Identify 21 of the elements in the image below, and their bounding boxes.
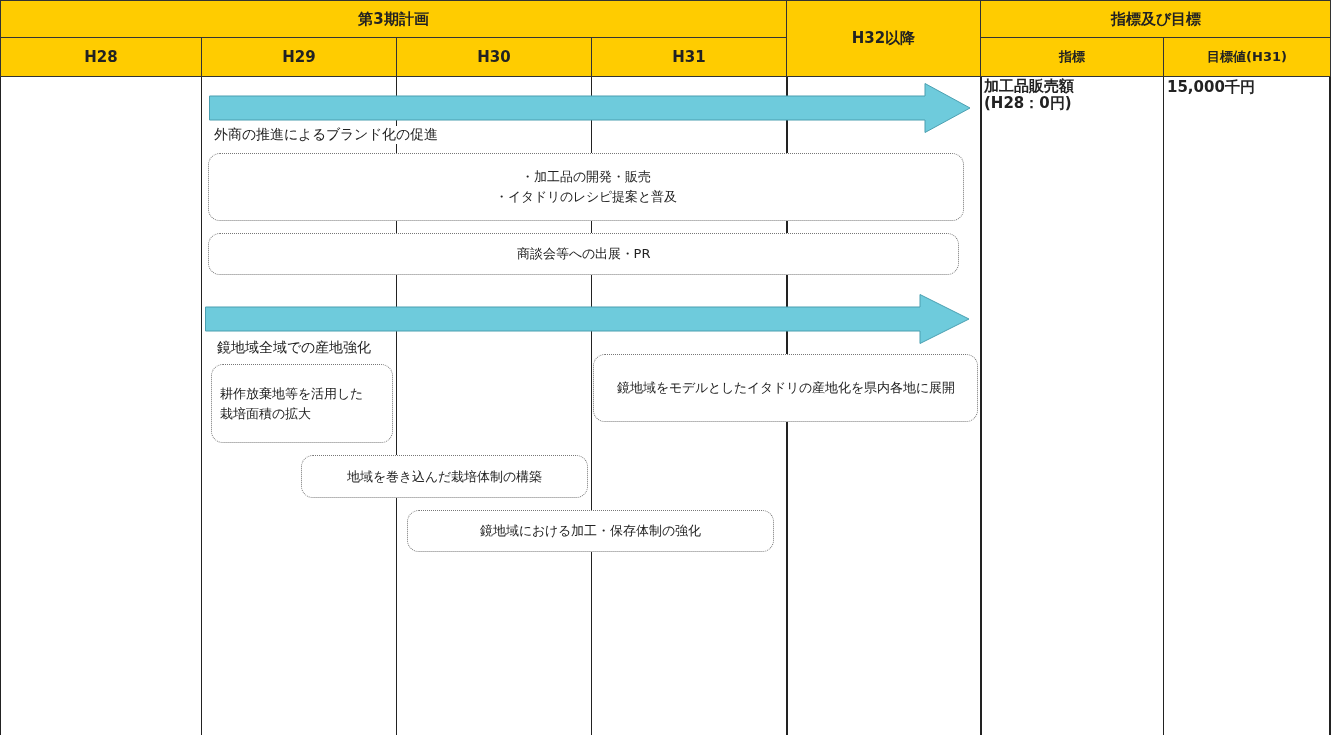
table-header-cell: H30 [396,37,592,77]
indicator-text: 加工品販売額 (H28：0円) [984,78,1075,112]
bullet-text: ・イタドリのレシピ提案と普及 [495,188,677,206]
arrow-caption: 外商の推進によるブランド化の促進 [214,126,438,144]
activity-box: 耕作放棄地等を活用した栽培面積の拡大 [211,364,393,443]
bullet-text: ・加工品の開発・販売 [521,168,651,186]
activity-box: 鏡地域をモデルとしたイタドリの産地化を県内各地に展開 [593,354,978,422]
table-header-cell: H31 [591,37,787,77]
table-header-cell: 第3期計画 [0,0,787,38]
activity-box: 鏡地域における加工・保存体制の強化 [407,510,774,552]
activity-box: 地域を巻き込んだ栽培体制の構築 [301,455,588,498]
activity-box: 商談会等への出展・PR [208,233,959,275]
table-header-cell: H29 [201,37,397,77]
table-header-cell: 目標値(H31) [1163,37,1331,77]
arrow-caption: 鏡地域全域での産地強化 [217,339,371,357]
target-value: 15,000千円 [1167,78,1256,97]
table-header-cell: H32以降 [786,0,981,77]
table-header-cell: 指標 [980,37,1164,77]
table-header-cell: 指標及び目標 [980,0,1331,38]
table-header-cell: H28 [0,37,202,77]
activity-box [208,153,964,221]
